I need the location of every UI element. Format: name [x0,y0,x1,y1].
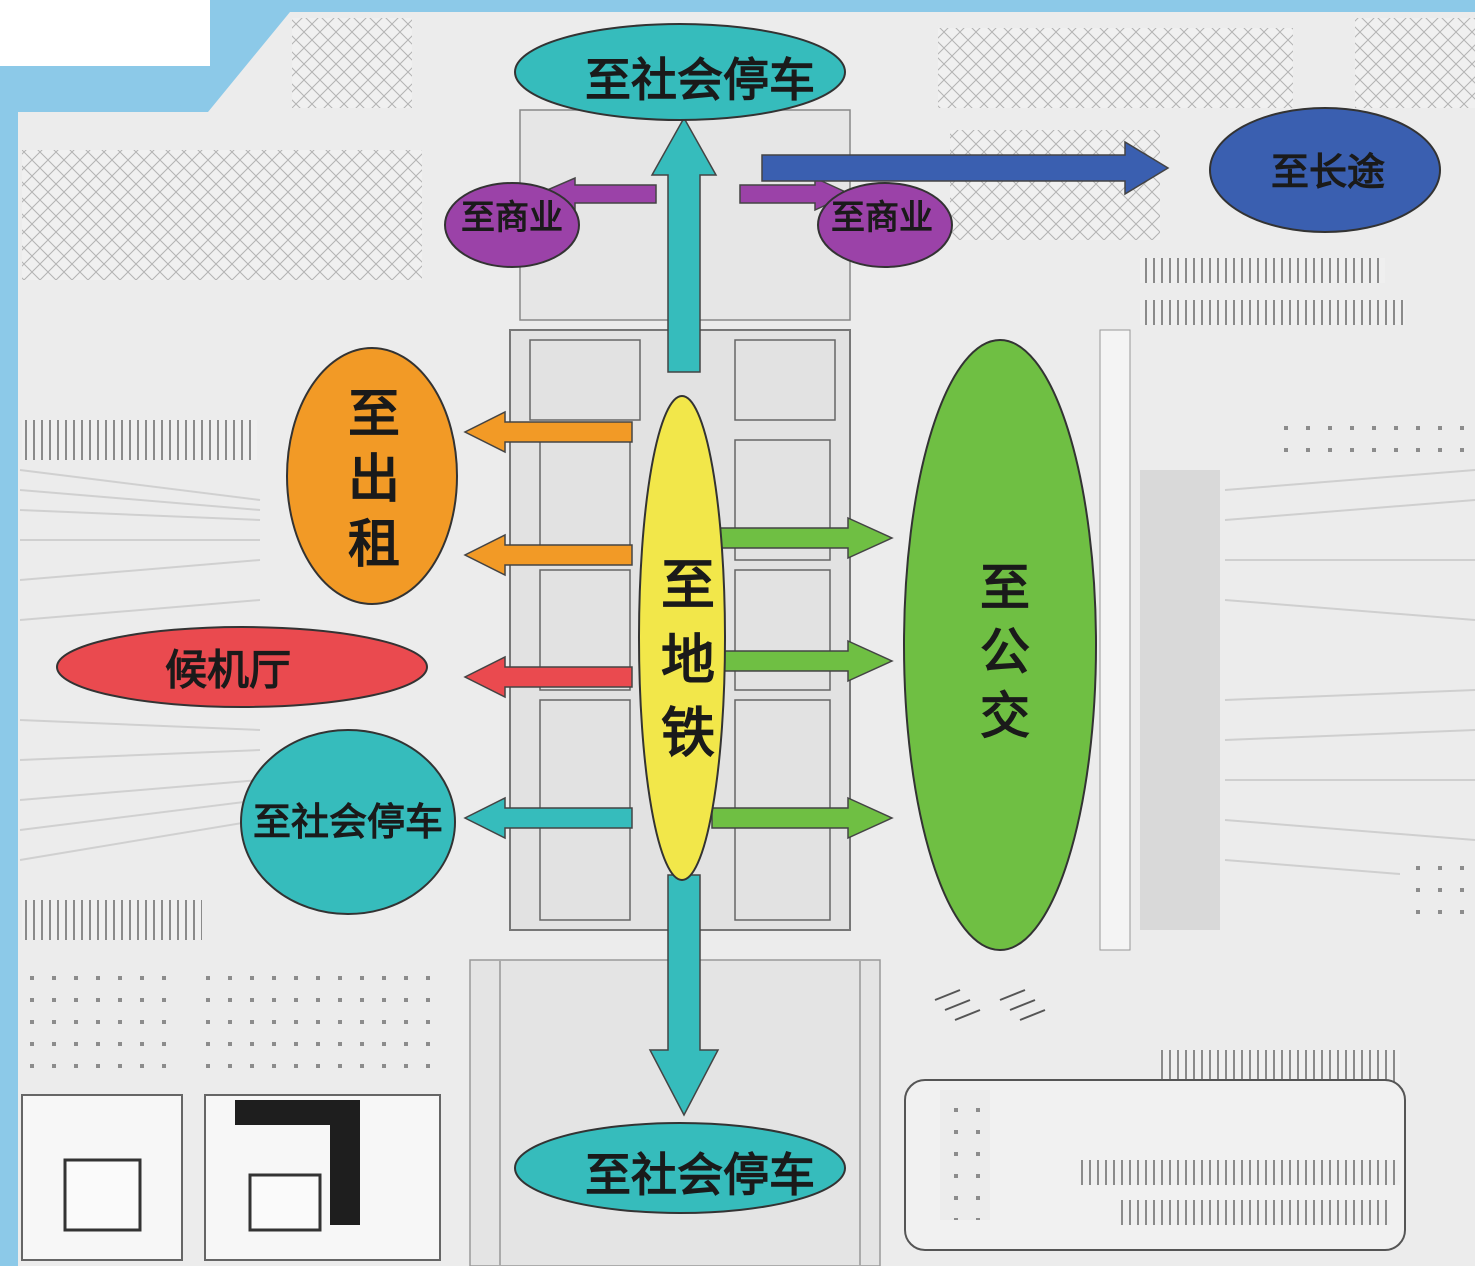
rail-fan-right [1224,469,1475,881]
metro-label-3: 铁 [661,702,715,765]
node-parking-bottom: 至社会停车 [514,1122,846,1214]
node-metro: 至 地 铁 [638,395,726,881]
arrow-taxi-2 [463,533,633,577]
lower-right-parking [1120,1200,1390,1225]
arrow-bus-3 [711,796,894,840]
hatched-lot-left [22,150,422,280]
chevron-markings [934,989,1046,1021]
node-parking-left: 至社会停车 [240,729,456,915]
parking-top-ellipse [514,23,846,121]
metro-label-2: 地 [661,629,715,692]
right-parking-dots [1280,420,1475,465]
arrow-parking-left [463,796,633,840]
lower-lot [205,975,440,1085]
commerce-left-label: 至商业 [461,198,563,238]
left-parking-rows [22,420,257,460]
building-block [63,1158,142,1232]
taxi-label-2: 出 [348,450,400,510]
bus-ellipse [903,339,1097,951]
commerce-right-label: 至商业 [831,198,933,238]
arrow-up-parking [650,116,718,373]
node-long-distance: 至长途 [1209,107,1441,233]
building-block [248,1173,322,1232]
frame-tab-white [0,0,210,66]
arrow-bus-1 [711,516,894,560]
arrow-bus-2 [711,639,894,683]
parking-left-ellipse [240,729,456,915]
hatched-lot-top-right [938,28,1293,108]
arrow-waiting-hall [463,655,633,699]
left-parking-rows [22,900,202,940]
right-platform [1140,470,1220,930]
hatched-lot-far-right [1355,18,1475,108]
taxi-ellipse [286,347,458,605]
waiting-hall-ellipse [56,626,428,708]
commerce-left-ellipse [444,182,580,268]
bus-label-3: 交 [980,687,1030,745]
building-shape [235,1100,360,1225]
taxi-label-1: 至 [348,385,400,445]
taxi-label-3: 租 [348,515,400,575]
lower-right-parking [940,1090,990,1220]
long-distance-label: 至长途 [1271,150,1385,194]
waiting-hall-label: 候机厅 [165,646,291,695]
lower-lot [22,975,182,1085]
bus-label-2: 公 [980,623,1030,681]
right-parking-dots [1400,860,1475,930]
right-parking-rows [1140,300,1405,325]
long-distance-ellipse [1209,107,1441,233]
node-commerce-left: 至商业 [444,182,580,268]
arrow-taxi-1 [463,410,633,454]
node-taxi: 至 出 租 [286,347,458,605]
parking-bottom-label: 至社会停车 [585,1148,815,1202]
commerce-right-ellipse [817,182,953,268]
parking-left-label: 至社会停车 [253,800,443,844]
lower-right-parking [1080,1160,1400,1185]
hatched-lot-top-left [292,18,412,108]
node-commerce-right: 至商业 [817,182,953,268]
parking-top-label: 至社会停车 [585,53,815,107]
right-parking-rows [1140,258,1385,283]
node-waiting-hall: 候机厅 [56,626,428,708]
metro-label-1: 至 [661,554,715,617]
metro-ellipse [638,395,726,881]
arrows [463,116,1170,1117]
parking-bottom-ellipse [514,1122,846,1214]
arrow-down-parking [648,874,720,1117]
rail-fan-left [19,469,261,861]
right-road [1099,329,1131,951]
bus-label-1: 至 [980,559,1030,617]
arrow-long-distance [761,140,1170,196]
node-parking-top: 至社会停车 [514,23,846,121]
node-bus: 至 公 交 [903,339,1097,951]
